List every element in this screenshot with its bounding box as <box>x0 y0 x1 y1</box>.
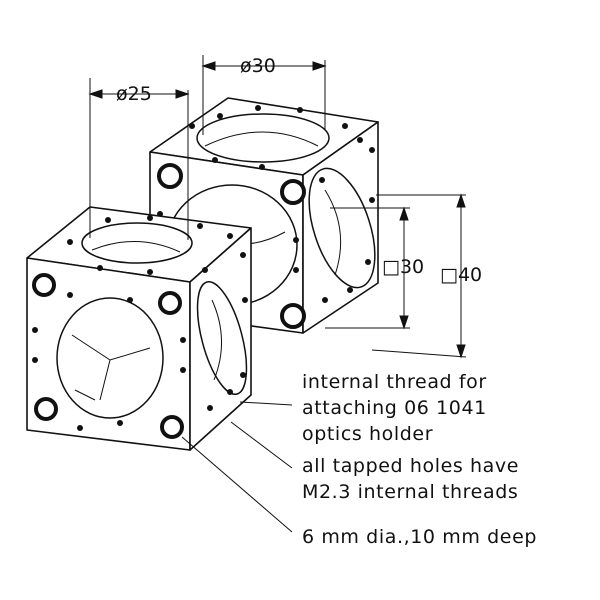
small-cube-side-bore <box>196 280 248 396</box>
large-cube-corner-hole <box>280 179 306 205</box>
svg-text:M2.3 internal threads: M2.3 internal threads <box>302 481 518 503</box>
small-cube-corner-hole <box>160 415 184 439</box>
small-cube-corner-hole <box>158 291 182 315</box>
large-cube-tapped-holes <box>157 105 375 303</box>
leader-lines <box>181 401 293 533</box>
dimension-lines <box>88 55 467 359</box>
dimension-square-large: □40 <box>440 264 482 286</box>
large-cube-top-bore <box>196 113 330 163</box>
small-cube-side-bore-inner <box>211 299 222 381</box>
dimension-square-small: □30 <box>382 256 424 278</box>
svg-text:all tapped holes have: all tapped holes have <box>302 455 519 477</box>
large-cube-top-bore-inner <box>204 131 319 147</box>
small-cube <box>26 206 252 451</box>
large-cube-corner-hole <box>157 163 183 189</box>
small-cube-corner-hole <box>34 397 58 421</box>
svg-text:attaching 06 1041: attaching 06 1041 <box>302 397 487 419</box>
large-cube-side-bore <box>308 167 376 289</box>
small-cube-tapped-holes <box>32 215 248 431</box>
small-cube-front-bore-inner <box>71 334 151 401</box>
dimension-dia-large: ø30 <box>240 55 276 77</box>
note-internal-thread: internal thread for attaching 06 1041 op… <box>302 371 487 445</box>
small-cube-front-bore <box>56 297 164 419</box>
note-tapped-holes: all tapped holes have M2.3 internal thre… <box>302 455 519 503</box>
large-cube-side-bore-inner <box>324 189 342 276</box>
large-cube-corner-hole <box>280 303 306 329</box>
small-cube-corner-hole <box>32 273 56 297</box>
dimension-dia-small: ø25 <box>116 83 152 105</box>
small-cube-top-bore-inner <box>91 241 181 253</box>
small-cube-top-bore <box>81 222 193 264</box>
svg-text:optics holder: optics holder <box>302 423 433 445</box>
note-bore: 6 mm dia.,10 mm deep <box>302 526 537 548</box>
svg-text:internal thread for: internal thread for <box>302 371 487 393</box>
